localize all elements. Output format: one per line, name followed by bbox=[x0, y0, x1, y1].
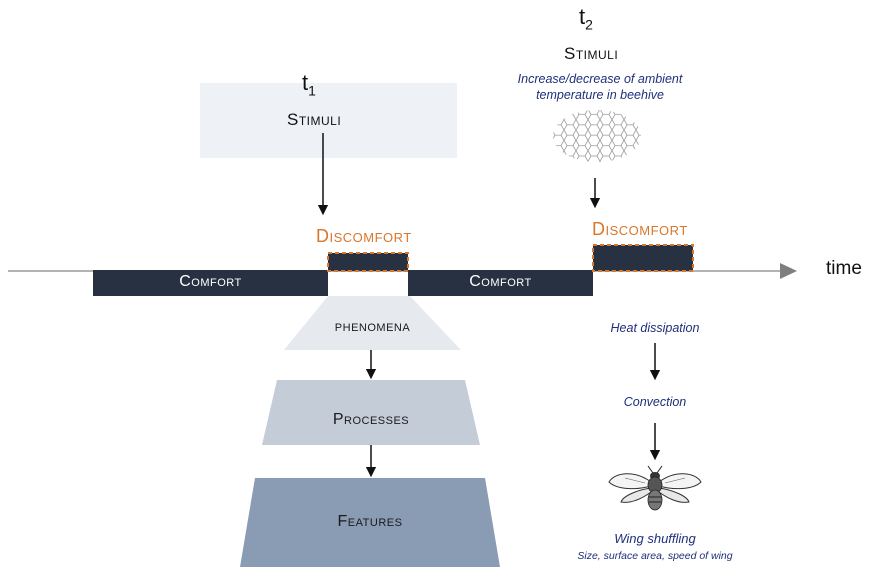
stimuli-label-t1: Stimuli bbox=[287, 110, 342, 129]
stimuli-label-t2: Stimuli bbox=[564, 44, 619, 63]
t2-label-base: t bbox=[579, 4, 586, 29]
t1-label-base: t bbox=[302, 70, 309, 95]
discomfort-bar-1 bbox=[327, 252, 409, 272]
features-label: Features bbox=[337, 513, 403, 530]
stimuli-description-line-2: temperature in beehive bbox=[536, 88, 664, 102]
t2-label-sub: 2 bbox=[585, 16, 593, 33]
stimuli-description-t2: Increase/decrease of ambient temperature… bbox=[500, 71, 700, 103]
time-axis-arrowhead bbox=[780, 263, 797, 279]
discomfort-label-1: Discomfort bbox=[316, 226, 412, 246]
processes-label: Processes bbox=[332, 411, 410, 428]
wing-shuffling-label: Wing shuffling bbox=[614, 531, 696, 546]
comfort-label-2: Comfort bbox=[469, 273, 532, 290]
heat-dissipation-label: Heat dissipation bbox=[610, 321, 700, 335]
wing-detail-label: Size, surface area, speed of wing bbox=[577, 550, 733, 562]
honeycomb-icon bbox=[553, 110, 641, 162]
discomfort-bar-2 bbox=[592, 244, 694, 272]
comfort-bar-2 bbox=[408, 270, 593, 296]
comfort-bar-1 bbox=[93, 270, 328, 296]
time-label: time bbox=[826, 258, 862, 279]
phenomena-trapezoid bbox=[284, 296, 461, 350]
t1-label: t1 bbox=[302, 70, 316, 98]
t2-label: t2 bbox=[579, 4, 593, 32]
comfort-label-1: Comfort bbox=[179, 273, 242, 290]
stimuli-description-line-1: Increase/decrease of ambient bbox=[517, 72, 683, 86]
discomfort-label-2: Discomfort bbox=[592, 219, 688, 239]
processes-trapezoid bbox=[262, 380, 480, 445]
phenomena-label: phenomena bbox=[334, 318, 411, 335]
convection-label: Convection bbox=[623, 395, 687, 409]
stimuli-box-t1 bbox=[200, 83, 457, 158]
features-trapezoid bbox=[240, 478, 500, 567]
bee-icon bbox=[608, 465, 702, 511]
t1-label-sub: 1 bbox=[308, 82, 316, 99]
